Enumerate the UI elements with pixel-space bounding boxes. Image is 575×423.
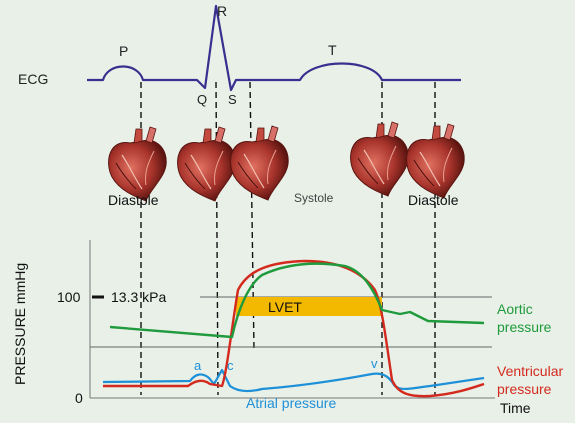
tick-100-kpa-label: 13.3 kPa (111, 289, 166, 305)
heart-icon (405, 123, 465, 199)
heart-icon (107, 126, 167, 202)
atrial-c-wave-label: c (227, 358, 234, 373)
aortic-pressure-curve (109, 262, 485, 339)
tick-0-label: 0 (75, 390, 83, 406)
aortic-pressure-label-line1: Aortic (497, 301, 533, 317)
timing-line-q (215, 81, 219, 396)
ecg-label: ECG (18, 71, 48, 87)
ecg-trace (87, 4, 461, 92)
ventricular-pressure-curve (103, 259, 485, 398)
heart-icon (229, 125, 289, 201)
atrial-v-wave-label: v (371, 356, 378, 371)
ecg-q-label: Q (197, 92, 207, 107)
y-axis-label: PRESSURE mmHg (12, 263, 28, 385)
ventricular-pressure-label-line2: pressure (497, 381, 552, 397)
heart-icon (176, 126, 236, 202)
x-axis-label: Time (500, 400, 531, 416)
atrial-a-wave-label: a (194, 358, 202, 373)
lvet-label: LVET (268, 299, 302, 315)
atrial-pressure-label: Atrial pressure (246, 395, 336, 411)
heart-icon (349, 121, 409, 197)
ecg-r-label: R (217, 3, 227, 19)
tick-100-label: 100 (57, 289, 81, 305)
phase-diastole-right: Diastole (408, 192, 459, 208)
aortic-pressure-label-line2: pressure (497, 319, 552, 335)
ventricular-pressure-label-line1: Ventricular (497, 363, 563, 379)
atrial-pressure-curve (102, 368, 485, 393)
ecg-p-label: P (119, 43, 128, 59)
phase-systole: Systole (294, 191, 334, 205)
phase-diastole-left: Diastole (108, 192, 159, 208)
ecg-s-label: S (228, 92, 237, 107)
ecg-t-label: T (328, 42, 337, 58)
lvet-band (236, 297, 382, 316)
